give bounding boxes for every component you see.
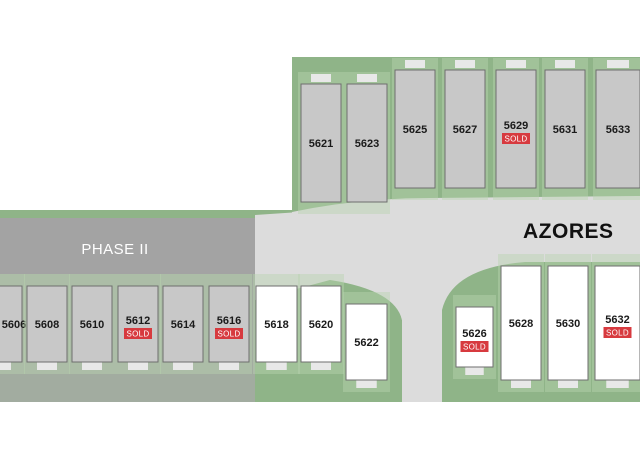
- lot-5630[interactable]: 5630: [545, 254, 591, 392]
- lot-driveway: [311, 362, 331, 370]
- lot-driveway: [128, 362, 148, 370]
- lot-5621[interactable]: 5621: [298, 72, 344, 214]
- lot-number-label: 5627: [453, 124, 477, 136]
- lot-number-label: 5610: [80, 319, 104, 331]
- lot-house: [345, 303, 388, 381]
- lot-driveway: [311, 74, 331, 82]
- phase-ii-label: PHASE II: [81, 241, 148, 258]
- sold-badge: [460, 341, 489, 352]
- lot-driveway: [219, 362, 239, 370]
- lot-house: [444, 69, 486, 189]
- lot-driveway: [405, 60, 425, 68]
- sold-badge-label: SOLD: [127, 330, 150, 339]
- sold-badge-label: SOLD: [606, 329, 629, 338]
- lot-house: [0, 285, 23, 363]
- lot-number-label: 5631: [553, 124, 577, 136]
- lot-5614[interactable]: 5614: [160, 274, 206, 374]
- lot-5625[interactable]: 5625: [392, 58, 438, 200]
- lot-5618[interactable]: 5618: [253, 274, 300, 374]
- lot-house: [300, 83, 342, 203]
- lot-house: [255, 285, 298, 363]
- lot-driveway: [558, 380, 578, 388]
- lot-number-label: 5606: [2, 319, 26, 331]
- lot-house: [117, 285, 159, 363]
- lot-driveway: [511, 380, 531, 388]
- phase-ii-header: [0, 218, 255, 274]
- lot-house: [162, 285, 204, 363]
- lot-house: [544, 69, 586, 189]
- lot-5620[interactable]: 5620: [298, 274, 344, 374]
- lot-number-label: 5623: [355, 138, 379, 150]
- lot-5627[interactable]: 5627: [442, 58, 488, 200]
- lot-driveway: [506, 60, 526, 68]
- lot-house: [495, 69, 537, 189]
- lot-house: [71, 285, 113, 363]
- lot-number-label: 5621: [309, 138, 333, 150]
- lot-5606[interactable]: 5606: [0, 274, 26, 374]
- street-name-label: AZORES: [523, 220, 614, 243]
- sold-badge: [124, 328, 152, 339]
- lot-house: [300, 285, 342, 363]
- lot-house: [455, 306, 494, 368]
- lot-number-label: 5614: [171, 319, 196, 331]
- sold-badge: [502, 133, 530, 144]
- road-main: [255, 215, 640, 259]
- lot-house: [346, 83, 388, 203]
- lot-house: [547, 265, 589, 381]
- lot-number-label: 5630: [556, 318, 580, 330]
- lot-house: [26, 285, 68, 363]
- lot-5623[interactable]: 5623: [344, 72, 390, 214]
- lot-house: [500, 265, 542, 381]
- lot-driveway: [465, 367, 484, 375]
- lot-5628[interactable]: 5628: [498, 254, 544, 392]
- lot-driveway: [606, 380, 629, 388]
- lot-driveway: [455, 60, 475, 68]
- lot-number-label: 5622: [354, 337, 378, 349]
- lot-house: [394, 69, 436, 189]
- lot-5610[interactable]: 5610: [69, 274, 115, 374]
- lot-number-label: 5628: [509, 318, 533, 330]
- lot-number-label: 5632: [605, 314, 629, 326]
- lot-number-label: 5608: [35, 319, 59, 331]
- lot-driveway: [357, 74, 377, 82]
- lot-driveway: [0, 362, 11, 370]
- lot-driveway: [37, 362, 57, 370]
- lot-5633[interactable]: 5633: [593, 58, 640, 200]
- lot-number-label: 5626: [462, 328, 486, 340]
- lot-5608[interactable]: 5608: [24, 274, 70, 374]
- lot-number-label: 5625: [403, 124, 427, 136]
- lot-driveway: [82, 362, 102, 370]
- lot-number-label: 5620: [309, 319, 333, 331]
- sold-badge: [215, 328, 243, 339]
- lot-driveway: [356, 380, 377, 388]
- lot-house: [595, 69, 640, 189]
- lot-5631[interactable]: 5631: [542, 58, 588, 200]
- lot-number-label: 5616: [217, 315, 241, 327]
- lot-house: [594, 265, 640, 381]
- lot-number-label: 5629: [504, 120, 528, 132]
- lot-driveway: [555, 60, 575, 68]
- lot-number-label: 5633: [606, 124, 630, 136]
- road-cul-de-sac: [255, 256, 640, 402]
- lot-house: [208, 285, 250, 363]
- sold-badge: [603, 327, 632, 338]
- lot-number-label: 5612: [126, 315, 150, 327]
- sold-badge-label: SOLD: [505, 135, 528, 144]
- lot-driveway: [607, 60, 629, 68]
- lot-driveway: [173, 362, 193, 370]
- sold-badge-label: SOLD: [218, 330, 241, 339]
- lot-number-label: 5618: [264, 319, 288, 331]
- lot-5622[interactable]: 5622: [343, 292, 390, 392]
- sold-badge-label: SOLD: [463, 343, 486, 352]
- lot-driveway: [266, 362, 287, 370]
